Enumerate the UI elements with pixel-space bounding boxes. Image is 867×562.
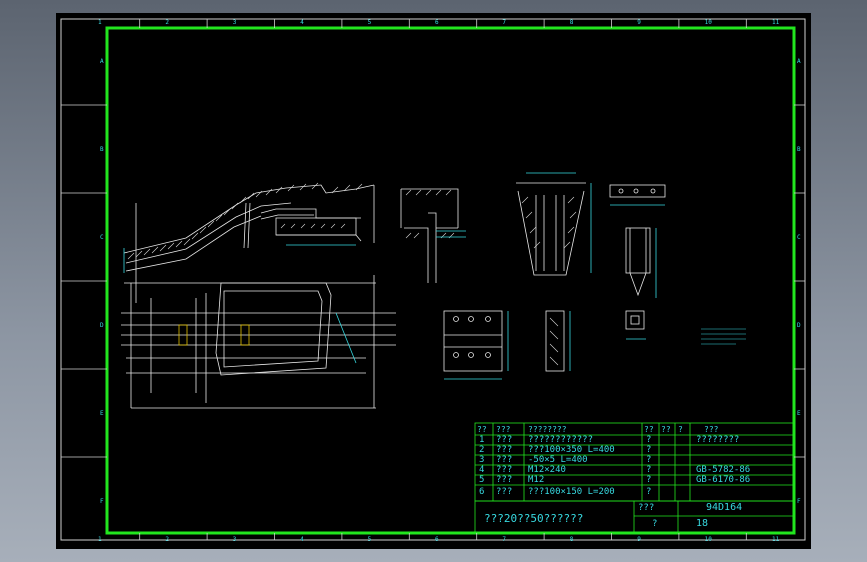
row1-spec: ????????????: [528, 435, 594, 445]
bracket-top-view: [609, 184, 666, 206]
column-label-bottom-7: 7: [502, 536, 507, 543]
row5-qty: ?: [646, 475, 652, 485]
row-label-right-C: C: [797, 234, 801, 241]
column-label-top-8: 8: [569, 19, 574, 26]
row-label-left-F: F: [100, 498, 104, 505]
header-qty: ??: [644, 425, 654, 434]
row1-note: ????????: [696, 435, 740, 445]
row3-code: ???: [496, 455, 513, 465]
row6-qty: ?: [646, 487, 652, 497]
row2-spec: ???100×350 L=400: [528, 445, 615, 455]
drawing-no-label: ???: [638, 503, 655, 513]
column-label-bottom-9: 9: [637, 536, 641, 543]
header-no: ??: [477, 425, 487, 434]
column-label-top-10: 10: [704, 19, 712, 26]
row4-note: GB-5782-86: [696, 465, 751, 475]
column-label-top-1: 1: [98, 19, 102, 26]
row-label-left-B: B: [100, 146, 104, 153]
row3-qty: ?: [646, 455, 652, 465]
cad-drawing-canvas[interactable]: ?? ??? ???????? ?? ?? ? ??? 1 ??? ??????…: [56, 13, 811, 549]
row4-spec: M12×240: [528, 465, 566, 475]
row-label-left-E: E: [100, 410, 104, 417]
row5-spec: M12: [528, 475, 545, 485]
frame-ticks: [61, 19, 805, 540]
row-label-right-A: A: [797, 58, 801, 65]
row3-spec: -50×5 L=400: [528, 455, 588, 465]
drawing-title: ???20??50??????: [484, 512, 584, 525]
row2-code: ???: [496, 445, 513, 455]
row4-no: 4: [479, 465, 485, 475]
row3-no: 3: [479, 455, 485, 465]
row-label-left-D: D: [100, 322, 104, 329]
parts-table-grid: [474, 422, 795, 533]
cad-drawing: [60, 18, 806, 541]
detail-section-view: [400, 188, 466, 283]
anchor-pile-view: [625, 227, 657, 298]
row-label-left-A: A: [100, 58, 104, 65]
row5-code: ???: [496, 475, 513, 485]
column-label-bottom-8: 8: [569, 536, 574, 543]
row2-qty: ?: [646, 445, 652, 455]
column-label-bottom-5: 5: [367, 536, 372, 543]
row4-code: ???: [496, 465, 513, 475]
column-label-top-3: 3: [232, 19, 237, 26]
row2-no: 2: [479, 445, 485, 455]
drawing-border: [105, 26, 796, 535]
column-label-top-7: 7: [502, 19, 507, 26]
row6-spec: ???100×150 L=200: [528, 487, 615, 497]
row1-qty: ?: [646, 435, 652, 445]
drawing-number: 94D164: [706, 502, 743, 513]
main-section-view: [121, 182, 396, 409]
row4-qty: ?: [646, 465, 652, 475]
outer-frame: [60, 18, 806, 541]
column-label-bottom-10: 10: [704, 536, 712, 543]
column-label-bottom-6: 6: [435, 536, 439, 543]
nut-detail-view: [625, 310, 646, 340]
notes-block: [701, 328, 746, 345]
page-number: 18: [696, 518, 709, 529]
column-label-top-4: 4: [300, 19, 304, 26]
row1-code: ???: [496, 435, 513, 445]
row1-no: 1: [479, 435, 485, 445]
column-label-top-11: 11: [772, 19, 780, 26]
column-label-bottom-11: 11: [772, 536, 780, 543]
header-spec: ????????: [528, 425, 567, 434]
header-material: ??: [661, 425, 671, 434]
row-label-right-F: F: [797, 498, 801, 505]
row5-no: 5: [479, 475, 485, 485]
column-label-top-2: 2: [165, 19, 170, 26]
column-label-bottom-4: 4: [300, 536, 304, 543]
trench-section-view: [516, 172, 592, 276]
column-label-bottom-2: 2: [165, 536, 170, 543]
header-code: ???: [496, 425, 511, 434]
row5-note: GB-6170-86: [696, 475, 751, 485]
column-label-bottom-1: 1: [98, 536, 102, 543]
column-label-bottom-3: 3: [232, 536, 237, 543]
page-label: ?: [652, 519, 658, 529]
column-label-top-5: 5: [367, 19, 372, 26]
steel-plate-view: [443, 310, 571, 380]
header-weight: ?: [678, 425, 683, 434]
column-label-top-9: 9: [637, 19, 641, 26]
row6-no: 6: [479, 487, 485, 497]
row-label-right-E: E: [797, 410, 801, 417]
row-label-left-C: C: [100, 234, 104, 241]
row-label-right-D: D: [797, 322, 801, 329]
header-note: ???: [704, 425, 719, 434]
row6-code: ???: [496, 487, 513, 497]
row-label-right-B: B: [797, 146, 801, 153]
column-label-top-6: 6: [435, 19, 439, 26]
